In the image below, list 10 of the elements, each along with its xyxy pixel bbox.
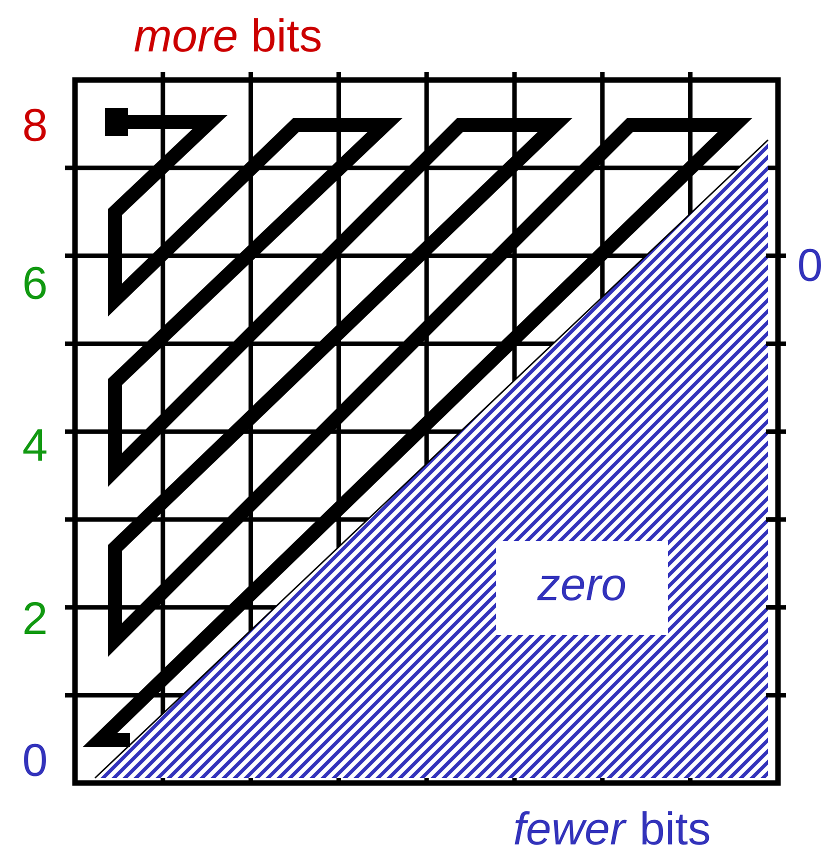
tick-label: 4: [23, 429, 46, 461]
tick-label: 2: [24, 602, 46, 634]
tick-label: 0: [799, 248, 821, 282]
tick-label: 8: [24, 108, 46, 142]
tick-label: 6: [24, 266, 46, 300]
axis-title: more bits: [134, 18, 321, 52]
axis-title: fewer bits: [514, 811, 710, 845]
node-label: zero: [537, 575, 626, 601]
tick-label: 0: [24, 744, 46, 776]
label-box: zero: [496, 541, 668, 635]
